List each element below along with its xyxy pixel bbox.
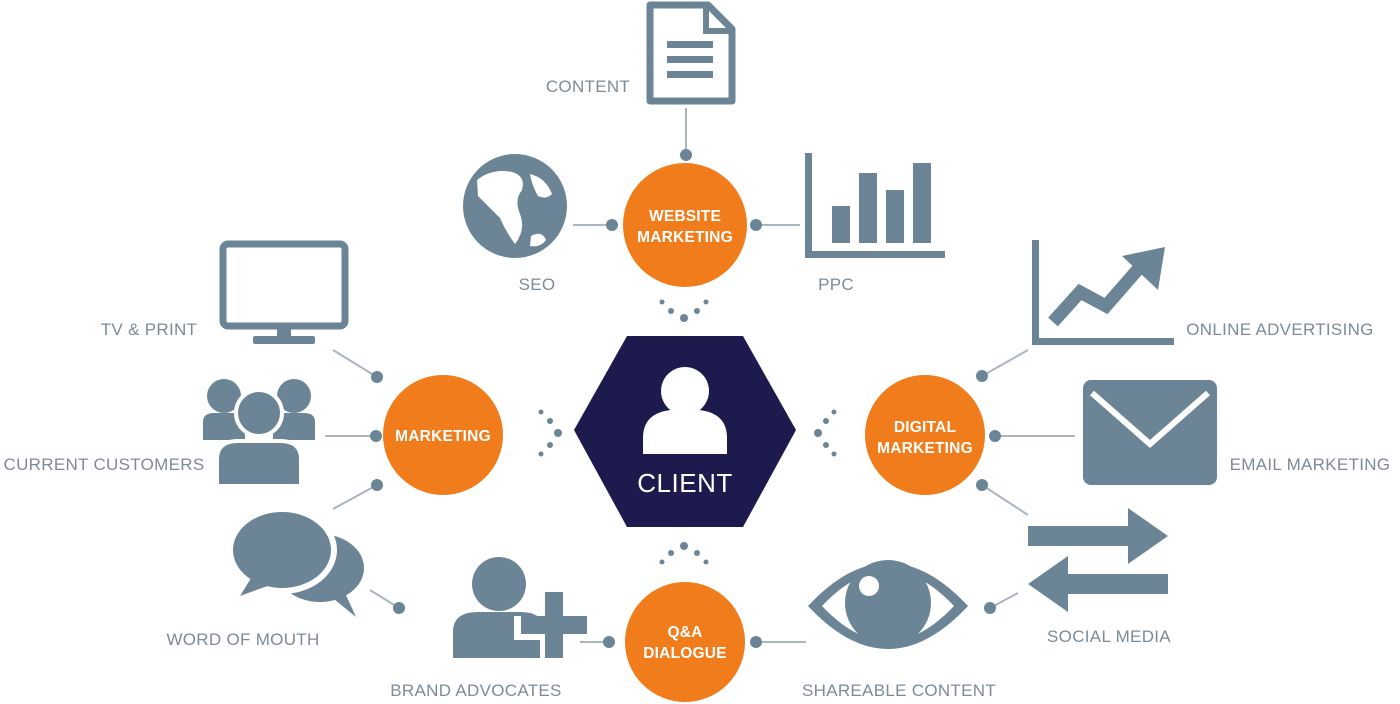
label-brand-advocates: BRAND ADVOCATES: [390, 681, 561, 700]
hub-website-line1: WEBSITE: [649, 208, 721, 225]
globe-icon: [463, 154, 567, 258]
trend-chart-icon: [1032, 240, 1174, 345]
hub-website-line2: MARKETING: [637, 229, 733, 246]
monitor-icon: [219, 240, 349, 344]
label-shareable-content: SHAREABLE CONTENT: [802, 681, 996, 700]
add-user-icon: [453, 557, 590, 661]
hub-marketing-line1: MARKETING: [395, 428, 491, 445]
hub-website-marketing: WEBSITE MARKETING: [623, 163, 747, 287]
dot-chevrons: [538, 299, 837, 565]
document-icon: [646, 1, 736, 105]
speech-bubbles-icon: [227, 506, 364, 617]
hub-marketing: MARKETING: [383, 375, 503, 495]
connector-dots: [370, 149, 1001, 648]
eye-icon: [808, 560, 968, 649]
exchange-arrows-icon: [1028, 508, 1168, 612]
hub-qa-line2: DIALOGUE: [643, 645, 726, 662]
labels: CONTENT SEO PPC TV & PRINT CURRENT CUSTO…: [4, 77, 1391, 700]
user-icon: [643, 367, 727, 454]
label-tv-print: TV & PRINT: [101, 320, 198, 339]
label-word-of-mouth: WORD OF MOUTH: [166, 630, 319, 649]
label-ppc: PPC: [818, 275, 854, 294]
group-icon: [203, 379, 315, 488]
hub-digital-line1: DIGITAL: [894, 419, 956, 436]
label-online-advertising: ONLINE ADVERTISING: [1186, 320, 1373, 339]
label-social-media: SOCIAL MEDIA: [1047, 627, 1171, 646]
envelope-icon: [1083, 380, 1217, 485]
label-seo: SEO: [519, 275, 556, 294]
hub-digital-line2: MARKETING: [877, 440, 973, 457]
label-current-customers: CURRENT CUSTOMERS: [4, 455, 205, 474]
hub-qa-line1: Q&A: [667, 624, 702, 641]
label-content: CONTENT: [546, 77, 630, 96]
bar-chart-icon: [805, 153, 945, 258]
client-node: CLIENT: [574, 336, 796, 527]
client-label: CLIENT: [637, 468, 732, 498]
label-email-marketing: EMAIL MARKETING: [1230, 455, 1391, 474]
hub-digital-marketing: DIGITAL MARKETING: [865, 375, 985, 495]
hub-qa-dialogue: Q&A DIALOGUE: [625, 582, 745, 702]
